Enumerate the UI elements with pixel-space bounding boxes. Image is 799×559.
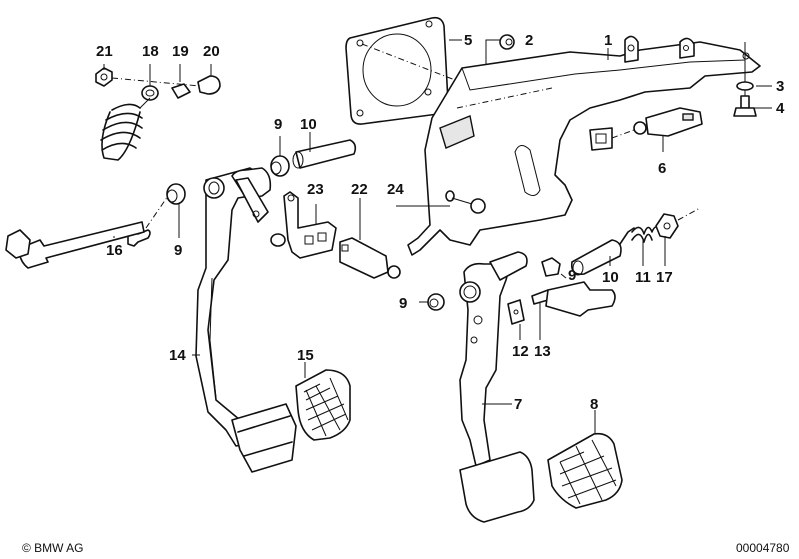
clutch-switch xyxy=(339,237,401,279)
part-label-20: 20 xyxy=(203,43,220,60)
coil-spring xyxy=(100,97,151,161)
clutch-pedal xyxy=(195,167,297,473)
part-label-9-lower-right: 9 xyxy=(399,295,408,312)
brake-light-switch xyxy=(611,107,703,139)
part-label-1: 1 xyxy=(604,32,613,49)
part-label-22: 22 xyxy=(351,181,368,198)
clutch-pivot-bolt xyxy=(5,195,169,269)
brake-pivot-parts xyxy=(541,207,701,277)
part-label-12: 12 xyxy=(512,343,529,360)
part-label-13: 13 xyxy=(534,343,551,360)
part-label-15: 15 xyxy=(297,347,314,364)
part-label-4: 4 xyxy=(776,100,785,117)
part-label-21: 21 xyxy=(96,43,113,60)
part-label-10-left: 10 xyxy=(300,116,317,133)
part-label-11: 11 xyxy=(635,269,651,286)
switch-bracket xyxy=(270,191,337,259)
pin xyxy=(396,190,486,214)
part-label-10-right: 10 xyxy=(602,269,619,286)
part-label-17: 17 xyxy=(656,269,673,286)
part-label-2: 2 xyxy=(525,32,534,49)
nut xyxy=(485,34,515,88)
image-number: 00004780 xyxy=(736,541,790,555)
part-label-9-lower-left: 9 xyxy=(174,242,183,259)
clutch-bushes-and-sleeve xyxy=(166,139,357,205)
part-label-18: 18 xyxy=(142,43,159,60)
pedal-bracket xyxy=(407,35,761,256)
clutch-pedal-pad xyxy=(295,369,351,441)
part-label-23: 23 xyxy=(307,181,324,198)
washer-and-bolt xyxy=(733,42,757,117)
part-label-14: 14 xyxy=(169,347,186,364)
copyright-notice: © BMW AG xyxy=(22,541,84,555)
part-label-24: 24 xyxy=(387,181,404,198)
part-label-5: 5 xyxy=(464,32,473,49)
leader-lines xyxy=(103,39,772,434)
part-label-7: 7 xyxy=(514,396,523,413)
brake-pedal-pad xyxy=(547,432,623,509)
part-label-16: 16 xyxy=(106,242,123,259)
over-center-spring-assembly xyxy=(95,67,221,161)
brake-pedal xyxy=(427,251,535,523)
part-label-9-right: 9 xyxy=(568,267,577,284)
part-label-9-upper-left: 9 xyxy=(274,116,283,133)
part-label-3: 3 xyxy=(776,78,785,95)
clip-and-pushrod xyxy=(507,281,616,325)
part-label-6: 6 xyxy=(658,160,667,177)
part-label-8: 8 xyxy=(590,396,599,413)
part-label-19: 19 xyxy=(172,43,189,60)
